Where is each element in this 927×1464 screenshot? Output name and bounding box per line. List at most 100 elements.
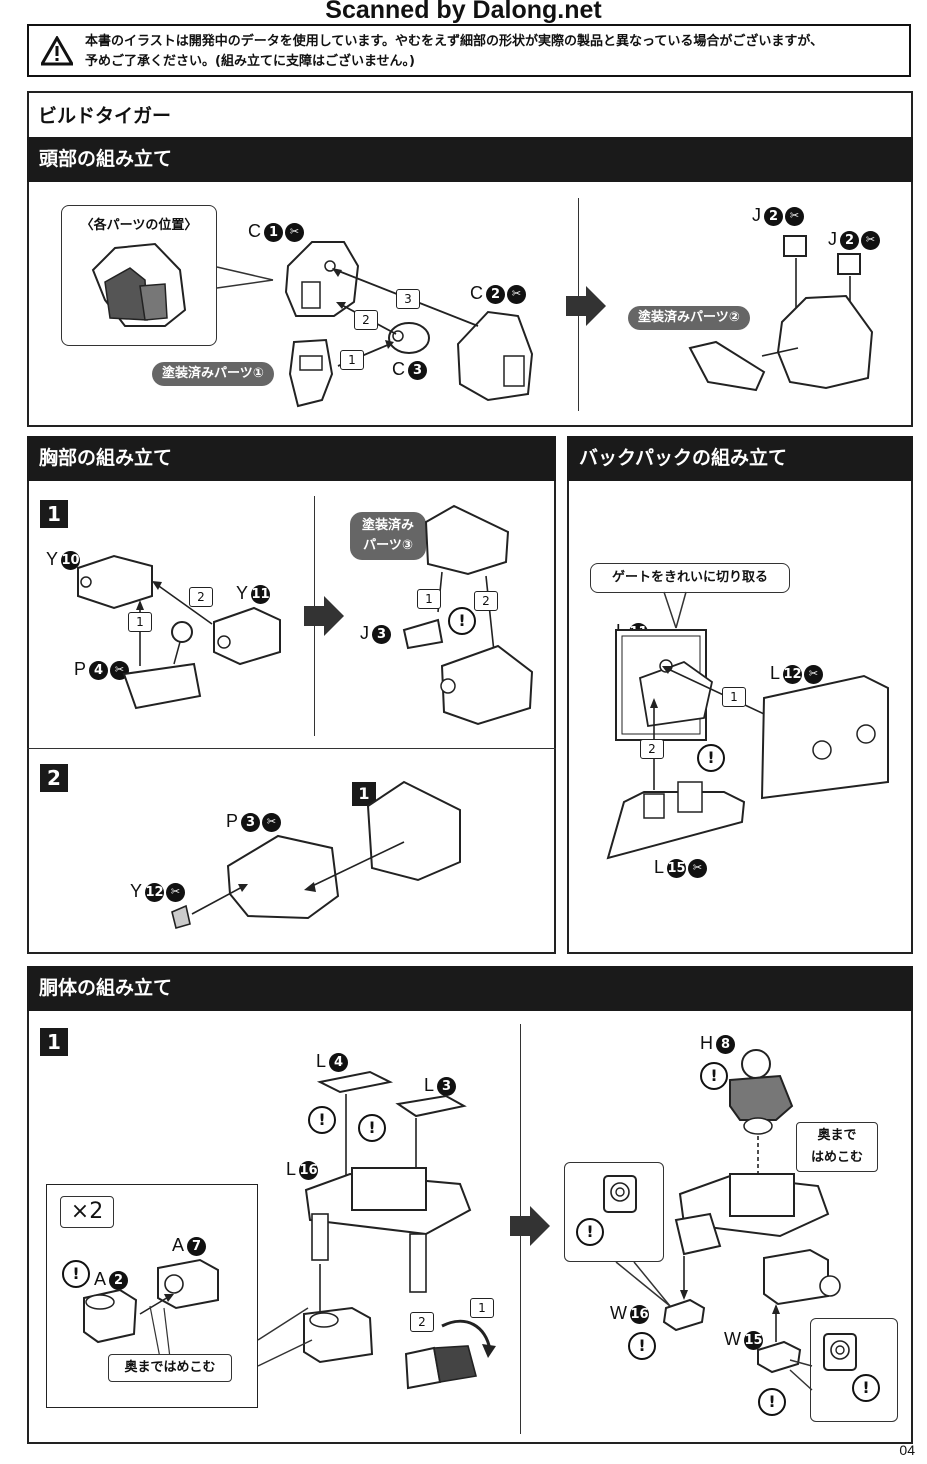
label-l4-num: 4 — [329, 1052, 349, 1072]
head-position-illustration — [91, 242, 187, 327]
label-l16-num: 16 — [299, 1160, 319, 1180]
zoom-w15-illustration — [823, 1333, 857, 1371]
cut-icon: ✂ — [688, 858, 708, 878]
label-a7-num: 7 — [187, 1236, 207, 1256]
body-step-1-badge: 1 — [40, 1028, 68, 1056]
head-step-3: 3 — [396, 289, 420, 309]
cut-icon: ✂ — [785, 206, 804, 226]
painted-part-1-illustration — [288, 338, 334, 408]
body-joint-illustration — [83, 1258, 219, 1359]
backpack-illustration — [606, 629, 889, 860]
body-final-illustration — [662, 1049, 841, 1374]
label-l15-letter: L — [654, 857, 665, 877]
body-frame-illustration — [303, 1070, 496, 1390]
caution-icon: ! — [576, 1218, 604, 1246]
label-w16-letter: W — [610, 1303, 627, 1323]
cut-icon: ✂ — [262, 812, 282, 832]
label-a2-letter: A — [94, 1269, 107, 1289]
label-j2b-num: 2 — [840, 230, 859, 250]
painted-part-3-line2: パーツ③ — [363, 538, 413, 553]
positions-callout-title: 〈各パーツの位置〉 — [80, 218, 198, 233]
times-two-badge: ×2 — [60, 1196, 114, 1228]
chest-section-title: 胸部の組み立て — [27, 436, 556, 481]
head-step-2: 2 — [354, 310, 378, 330]
scanner-credit: Scanned by Dalong.net — [325, 0, 602, 24]
chest-step1b-sub-1: 1 — [417, 589, 441, 609]
label-p3-num: 3 — [241, 812, 261, 832]
subbox-pointer — [257, 1307, 313, 1367]
gate-note-callout: ゲートをきれいに切り取る — [590, 563, 790, 593]
label-h8-letter: H — [700, 1033, 713, 1053]
chest-step1b-illustration — [402, 504, 534, 726]
push-in-2-line1: 奥まで — [817, 1128, 857, 1143]
label-c2-letter: C — [470, 283, 483, 303]
chest-step1-sub-1: 1 — [128, 612, 152, 632]
label-w16-num: 16 — [630, 1304, 649, 1324]
painted-part-1-pill: 塗装済みパーツ① — [152, 362, 274, 386]
chest-ref-step-1: 1 — [352, 782, 376, 806]
chest-step-2-badge: 2 — [40, 764, 68, 792]
caution-icon: ! — [308, 1106, 336, 1134]
label-y11-num: 11 — [251, 584, 271, 604]
head-final-illustration — [688, 235, 874, 392]
label-c3-num: 3 — [408, 360, 427, 380]
cut-icon: ✂ — [804, 664, 824, 684]
painted-part-3-line1: 塗装済み — [361, 518, 414, 533]
label-l4-letter: L — [316, 1051, 327, 1071]
label-j2a-letter: J — [752, 205, 761, 225]
chest-next-arrow — [304, 596, 344, 636]
label-a2-num: 2 — [109, 1270, 129, 1290]
caution-icon: ! — [852, 1374, 880, 1402]
label-p3-letter: P — [226, 811, 239, 831]
label-l12-letter: L — [770, 663, 781, 683]
label-a7-letter: A — [172, 1235, 185, 1255]
body-rotate-step-2: 2 — [410, 1312, 434, 1332]
head-part-c2-illustration — [456, 310, 534, 402]
label-l16-letter: L — [286, 1159, 297, 1179]
chest-step2-illustration — [171, 780, 461, 929]
backpack-section-title: バックパックの組み立て — [567, 436, 913, 481]
head-section-title: 頭部の組み立て — [27, 137, 913, 182]
label-c1-num: 1 — [264, 222, 283, 242]
head-step-1: 1 — [340, 350, 364, 370]
label-l15-num: 15 — [667, 858, 687, 878]
zoom-w16-pointer — [615, 1261, 671, 1307]
page-number: 04 — [899, 1442, 915, 1458]
body-next-arrow — [510, 1206, 550, 1246]
caution-icon: ! — [700, 1062, 728, 1090]
push-in-callout-2: 奥まで はめこむ — [796, 1122, 878, 1172]
label-y12-letter: Y — [130, 881, 143, 901]
label-y11-letter: Y — [236, 583, 249, 603]
head-part-c1-illustration — [284, 241, 360, 317]
body-rotate-step-1: 1 — [470, 1298, 494, 1318]
caution-icon: ! — [697, 744, 725, 772]
cut-icon: ✂ — [285, 222, 304, 242]
cut-icon: ✂ — [861, 230, 880, 250]
label-y10-letter: Y — [46, 549, 59, 569]
notice-line-1: 本書のイラストは開発中のデータを使用しています。やむをえず細部の形状が実際の製品… — [85, 34, 824, 49]
label-j2b-letter: J — [828, 229, 837, 249]
caution-icon: ! — [448, 607, 476, 635]
label-p4-letter: P — [74, 659, 87, 679]
painted-part-2-pill: 塗装済みパーツ② — [628, 306, 750, 330]
label-c3-letter: C — [392, 359, 405, 379]
label-j2a-num: 2 — [764, 206, 783, 226]
notice-box: 本書のイラストは開発中のデータを使用しています。やむをえず細部の形状が実際の製品… — [27, 24, 911, 77]
